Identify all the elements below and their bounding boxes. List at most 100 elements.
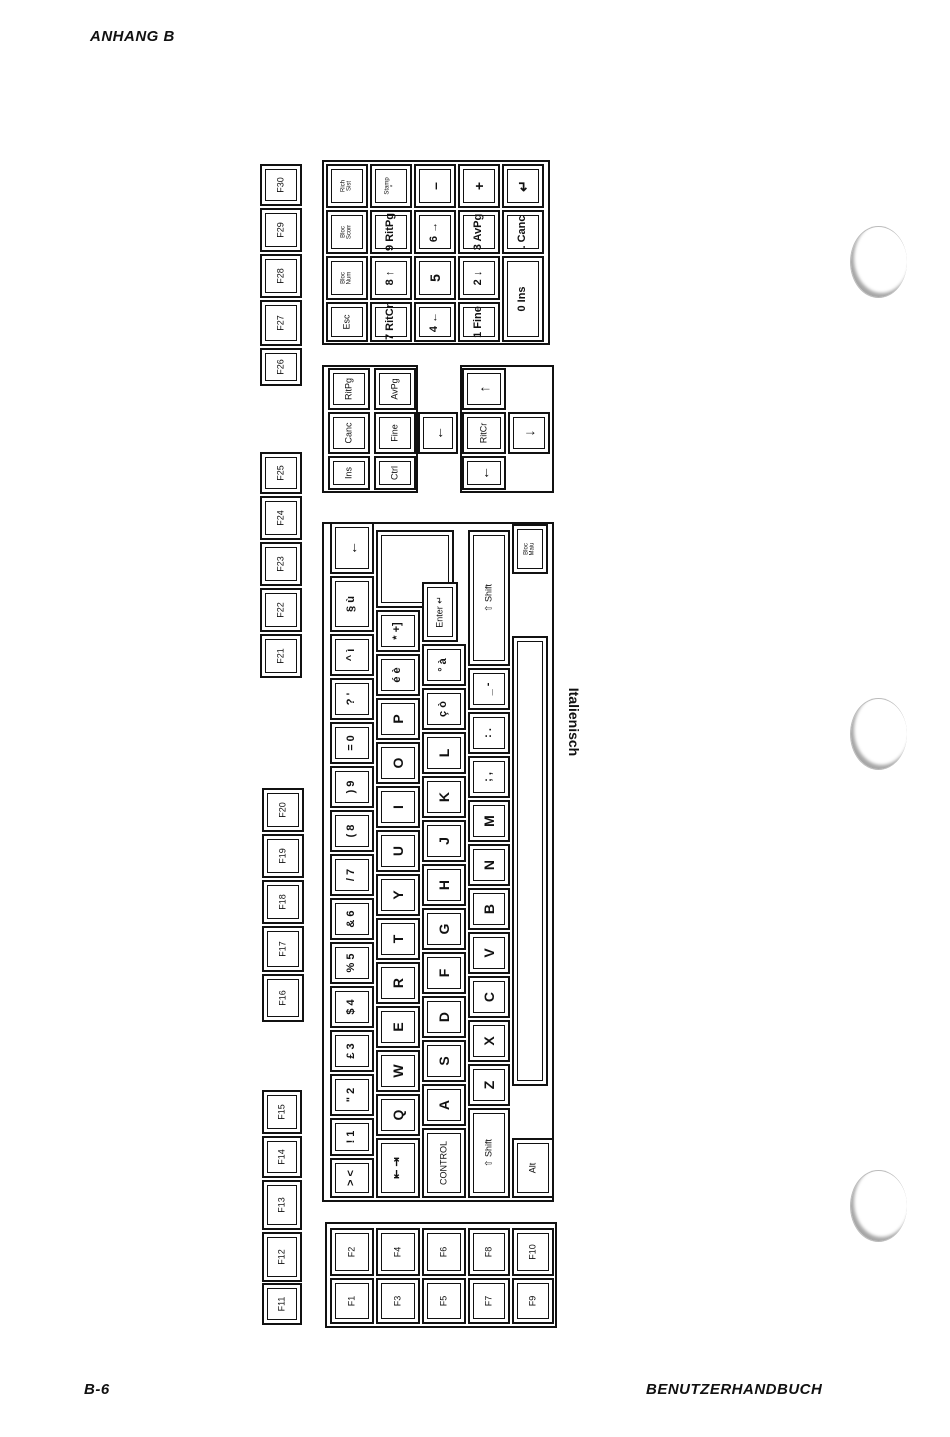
keyboard-key: F4 bbox=[376, 1228, 420, 1276]
keyboard-key: = 0 bbox=[330, 722, 374, 764]
keyboard-key: F19 bbox=[262, 834, 304, 878]
key-label: F21 bbox=[275, 648, 286, 664]
keyboard-key: G bbox=[422, 908, 466, 950]
key-label: V bbox=[481, 948, 497, 958]
key-label: F20 bbox=[277, 802, 288, 818]
key-label: 5 bbox=[427, 274, 443, 282]
book-title: BENUTZERHANDBUCH bbox=[646, 1381, 823, 1398]
keyboard-key: § ù bbox=[330, 576, 374, 632]
key-label: % 5 bbox=[345, 953, 358, 973]
key-label: K bbox=[436, 791, 452, 803]
keyboard-key: F bbox=[422, 952, 466, 994]
key-label: ↓ bbox=[521, 429, 537, 437]
binder-hole-bottom bbox=[850, 1170, 907, 1242]
figure-caption: Italienisch bbox=[566, 687, 582, 757]
keyboard-key: F9 bbox=[512, 1278, 554, 1324]
key-label: F12 bbox=[276, 1249, 287, 1265]
key-label: RitCr bbox=[478, 422, 489, 444]
key-label: T bbox=[390, 934, 406, 944]
key-cluster-frame bbox=[322, 522, 554, 1202]
keyboard-key: F28 bbox=[260, 254, 302, 298]
keyboard-key: K bbox=[422, 776, 466, 818]
key-label: Alt bbox=[527, 1162, 538, 1174]
keyboard-key: F30 bbox=[260, 164, 302, 206]
key-cluster-frame bbox=[322, 160, 550, 345]
keyboard-key: _ - bbox=[468, 668, 510, 710]
key-label: F11 bbox=[276, 1296, 287, 1312]
keyboard-key: Alt bbox=[512, 1138, 554, 1198]
keyboard-key: 2 ↓ bbox=[458, 256, 500, 300]
key-cluster-frame bbox=[325, 1222, 557, 1328]
key-label: ) 9 bbox=[345, 780, 358, 794]
running-header: ANHANG B bbox=[90, 28, 175, 45]
keyboard-key: F26 bbox=[260, 348, 302, 386]
key-label: " 2 bbox=[345, 1087, 358, 1103]
key-label: F8 bbox=[483, 1246, 494, 1258]
keyboard-key: & 6 bbox=[330, 898, 374, 940]
keyboard-key: F16 bbox=[262, 974, 304, 1022]
key-label: F23 bbox=[275, 556, 286, 572]
keyboard-key: F20 bbox=[262, 788, 304, 832]
keyboard-key: Rich Sist bbox=[326, 164, 368, 208]
keyboard-key: " 2 bbox=[330, 1074, 374, 1116]
keyboard-key: U bbox=[376, 830, 420, 872]
key-label: F5 bbox=[438, 1295, 449, 1307]
keyboard-key: Y bbox=[376, 874, 420, 916]
keyboard-key: T bbox=[376, 918, 420, 960]
key-label: F3 bbox=[392, 1295, 403, 1307]
key-label: D bbox=[436, 1011, 452, 1023]
key-label: ; , bbox=[482, 772, 495, 782]
key-label: 1 Fine bbox=[472, 306, 485, 338]
keyboard-key: . Canc bbox=[502, 210, 544, 254]
keyboard-key: £ 3 bbox=[330, 1030, 374, 1072]
keyboard-key: ) 9 bbox=[330, 766, 374, 808]
key-label: F7 bbox=[483, 1295, 494, 1307]
keyboard-key: S bbox=[422, 1040, 466, 1082]
keyboard-key: W bbox=[376, 1050, 420, 1092]
keyboard-key: F15 bbox=[262, 1090, 302, 1134]
keyboard-key: 5 bbox=[414, 256, 456, 300]
key-label: C bbox=[481, 991, 497, 1003]
keyboard-key: é è bbox=[376, 654, 420, 696]
keyboard-key: F10 bbox=[512, 1228, 554, 1276]
keyboard-key: N bbox=[468, 844, 510, 886]
keyboard-key: > < bbox=[330, 1158, 374, 1198]
key-label: * +] bbox=[391, 622, 404, 640]
keyboard-key: F13 bbox=[262, 1180, 302, 1230]
keyboard-key: ? ' bbox=[330, 678, 374, 720]
key-label: P bbox=[390, 714, 406, 724]
key-label: & 6 bbox=[345, 910, 358, 928]
key-label: F29 bbox=[275, 222, 286, 238]
key-label: Q bbox=[390, 1109, 406, 1121]
keyboard-key: F17 bbox=[262, 926, 304, 972]
keyboard-key: Z bbox=[468, 1064, 510, 1106]
key-label: B bbox=[481, 903, 497, 915]
key-label: G bbox=[436, 923, 452, 935]
keyboard-key: B bbox=[468, 888, 510, 930]
keyboard-key: 8 ↑ bbox=[370, 256, 412, 300]
key-label: ç ò bbox=[437, 701, 450, 717]
key-label: F27 bbox=[275, 315, 286, 331]
keyboard-key: ⇧ Shift bbox=[468, 1108, 510, 1198]
key-label: F13 bbox=[276, 1197, 287, 1213]
key-label: Esc bbox=[341, 314, 352, 330]
keyboard-key: : . bbox=[468, 712, 510, 754]
key-label: ^ ì bbox=[345, 648, 358, 662]
keyboard-key: ( 8 bbox=[330, 810, 374, 852]
keyboard-key: $ 4 bbox=[330, 986, 374, 1028]
keyboard-key: ⇧ Shift bbox=[468, 530, 510, 666]
keyboard-key: Stamp * bbox=[370, 164, 412, 208]
keyboard-key: F11 bbox=[262, 1283, 302, 1325]
keyboard-key: ← bbox=[462, 456, 506, 490]
keyboard-key: RitPg bbox=[328, 368, 370, 410]
keyboard-key: 1 Fine bbox=[458, 302, 500, 342]
key-label: F24 bbox=[275, 510, 286, 526]
keyboard-key: 3 AvPg bbox=[458, 210, 500, 254]
key-label: Z bbox=[481, 1080, 497, 1090]
keyboard-key: / 7 bbox=[330, 854, 374, 896]
keyboard-key: E bbox=[376, 1006, 420, 1048]
keyboard-key: F24 bbox=[260, 496, 302, 540]
keyboard-key: ! 1 bbox=[330, 1118, 374, 1156]
keyboard-key: 6 → bbox=[414, 210, 456, 254]
keyboard-key: 4 ← bbox=[414, 302, 456, 342]
